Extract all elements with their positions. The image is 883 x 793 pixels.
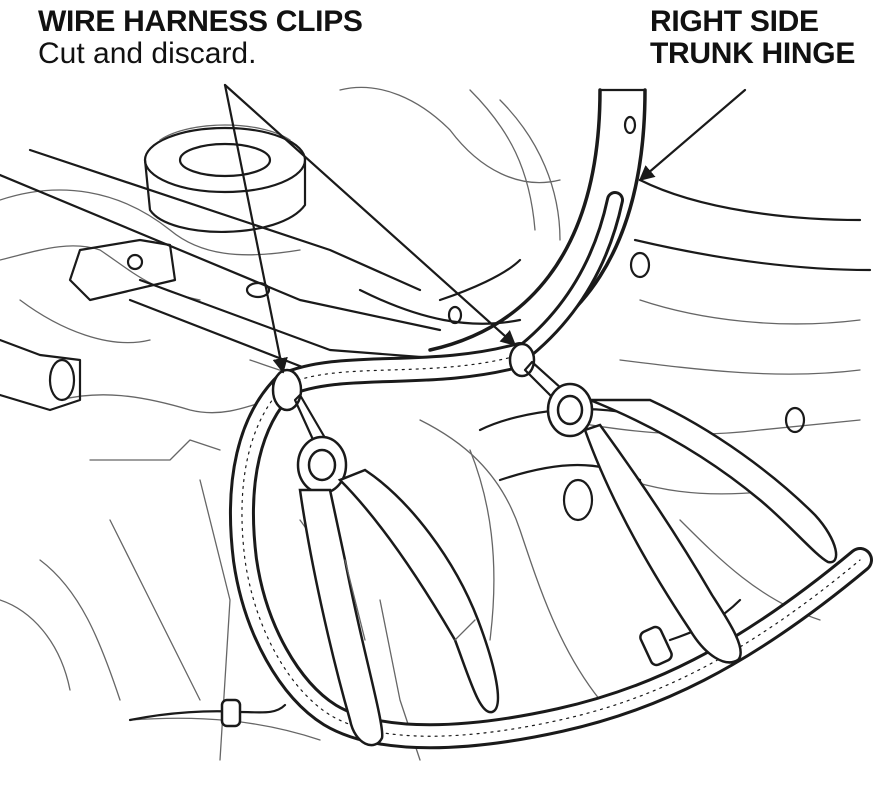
clips-callout-note: Cut and discard.: [38, 36, 257, 70]
left-pliers: [293, 393, 500, 747]
callout-arrows: [223, 83, 747, 374]
harness-clip-right: [508, 342, 536, 378]
hinge-callout-line2: TRUNK HINGE: [650, 36, 856, 70]
hinge-callout-line1: RIGHT SIDE: [650, 5, 819, 38]
hinge-callout: RIGHT SIDE TRUNK HINGE: [650, 6, 855, 69]
strut-mount: [143, 124, 307, 233]
clips-callout: WIRE HARNESS CLIPS Cut and discard.: [38, 6, 363, 69]
right-pliers: [523, 360, 838, 664]
clips-callout-title: WIRE HARNESS CLIPS: [38, 5, 363, 38]
